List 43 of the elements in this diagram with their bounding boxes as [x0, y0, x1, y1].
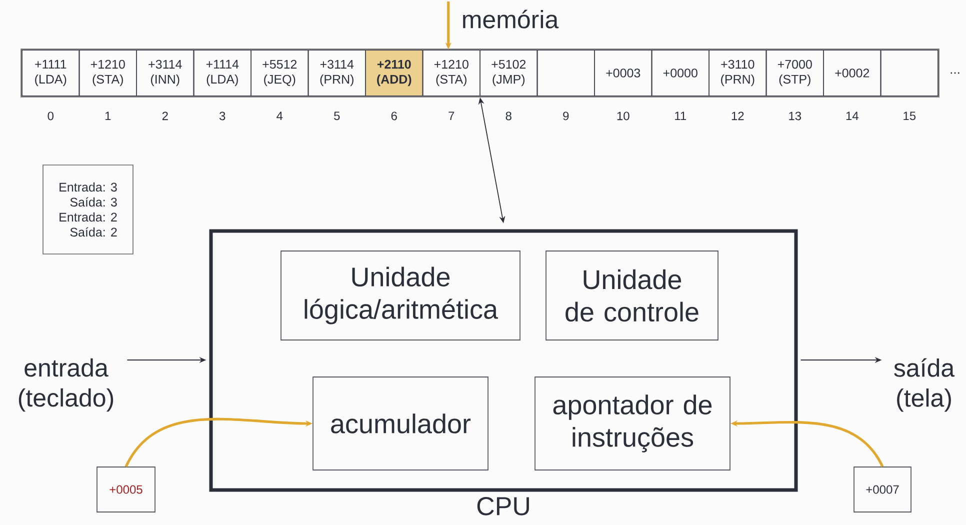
value-box: +0007 [854, 466, 912, 512]
memory-cell: +0000 11 [651, 50, 710, 120]
node-label: 7 [448, 112, 454, 120]
node-label: 9 [563, 112, 569, 120]
node-label: 15 [904, 112, 916, 120]
memory-cell: +3114 (INN) 2 [136, 50, 194, 120]
memory-cell: +5102 (JMP) 8 [480, 50, 538, 120]
memory-cell: +1210 (STA) 1 [78, 50, 137, 120]
empty-memory-cell: 15 [880, 50, 938, 120]
node-label: 6 [391, 112, 397, 120]
unit-box: Unidade lógica/aritmética [280, 250, 520, 340]
memory-cell: +1111 (LDA) 0 [22, 50, 80, 120]
value-box: +0005 [96, 466, 156, 512]
node-label: 13 [789, 112, 802, 120]
node-label: 2 [162, 112, 168, 120]
node-label: 8 [506, 112, 512, 120]
node-label: 11 [675, 112, 686, 120]
node-label: 12 [732, 112, 744, 120]
node-label: 1 [105, 112, 111, 120]
node-label: 10 [617, 112, 630, 120]
io-label: entrada (teclado) [18, 358, 114, 412]
memory-cell: +1210 (STA) 7 [422, 50, 480, 120]
node-label: CPU [477, 496, 529, 516]
node-label: 3 [219, 112, 226, 120]
node-label: memória [463, 10, 559, 28]
memory-cell: +3110 (PRN) 12 [708, 50, 767, 120]
memory-cell: +5512 (JEQ) 4 [250, 50, 309, 120]
node-label: 0 [48, 112, 54, 120]
unit-box: acumulador [312, 376, 488, 470]
memory-cell: +1114 (LDA) 3 [193, 50, 252, 120]
io-label: saída (tela) [894, 358, 955, 412]
node-label: 4 [276, 112, 283, 120]
counter-box: Entrada: 3 Saída: 3 Entrada: 2 Saída: 2 [42, 164, 134, 254]
ellipsis: ... [950, 72, 960, 74]
node-label: 5 [334, 112, 340, 120]
memory-cell: +2110 (ADD) 6 [365, 50, 424, 120]
node-label: 14 [846, 112, 858, 120]
memory-cell: +7000 (STP) 13 [766, 50, 824, 120]
memory-cell: +0002 14 [823, 50, 882, 120]
unit-box: Unidade de controle [546, 250, 718, 340]
empty-memory-cell: 9 [536, 50, 595, 120]
unit-box: apontador de instruções [534, 376, 730, 470]
memory-cell: +0003 10 [594, 50, 652, 120]
